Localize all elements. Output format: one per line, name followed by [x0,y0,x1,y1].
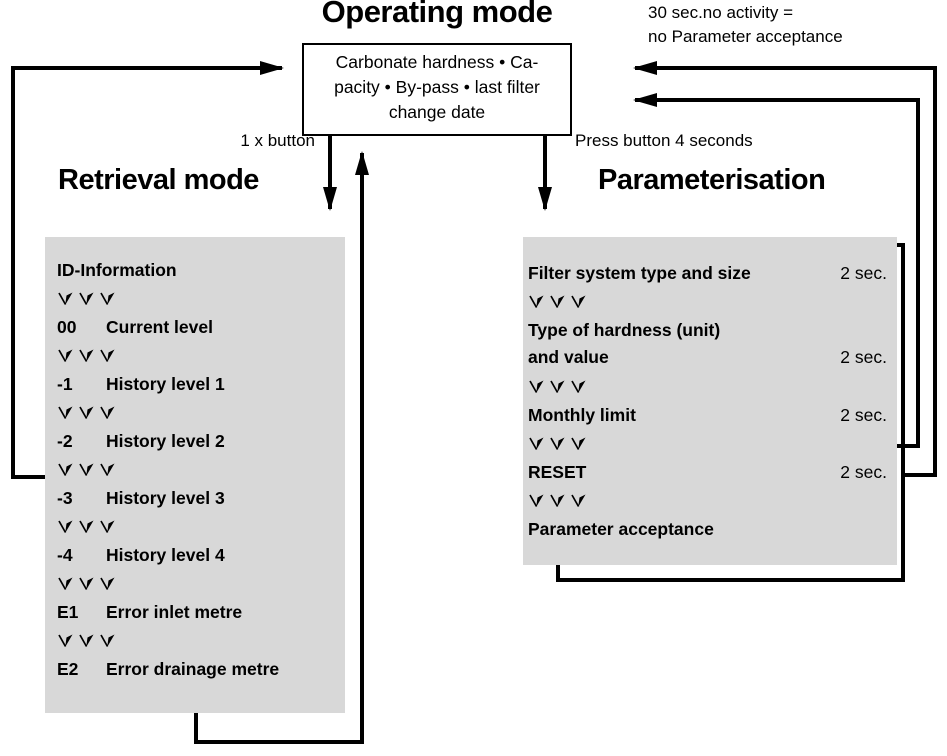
press-three-times-row [57,511,339,542]
timeout-note: 30 sec.no activity = no Parameter accept… [648,1,843,49]
parameterisation-item-label: RESET [528,462,587,482]
parameterisation-panel: Filter system type and size 2 sec. Type of… [523,237,897,565]
button-press-arrow-icon [571,295,586,308]
parameterisation-item: and value 2 sec. [528,344,887,371]
button-press-arrow-icon [58,349,73,362]
retrieval-item: -4 History level 4 [57,542,339,568]
button-press-arrow-icon [529,380,544,393]
parameterisation-item-label: Filter system type and size [528,263,751,283]
retrieval-item: E1 Error inlet metre [57,599,339,625]
retrieval-item-label: History level 4 [106,545,225,565]
retrieval-item-label: History level 3 [106,488,225,508]
button-press-arrow-icon [79,577,94,590]
operating-mode-box: Carbonate hardness • Ca- pacity • By-pas… [302,43,572,136]
timeout-note-line1: 30 sec.no activity = [648,3,794,22]
button-press-arrow-icon [79,292,94,305]
parameterisation-item: Monthly limit 2 sec. [528,402,887,428]
button-press-arrow-icon [58,520,73,533]
retrieval-item: -2 History level 2 [57,428,339,454]
button-press-arrow-icon [571,437,586,450]
retrieval-item-label: Current level [106,317,213,337]
button-press-arrow-icon [529,494,544,507]
button-press-arrow-icon [58,577,73,590]
press-three-times-row [528,371,887,402]
button-press-arrow-icon [550,437,565,450]
transition-label-1x-button: 1 x button [240,131,315,150]
transition-label-press-4-seconds: Press button 4 seconds [575,131,753,150]
press-three-times-row [528,485,887,516]
retrieval-item-label: ID-Information [57,260,177,280]
hold-duration-label: 2 sec. [840,347,887,367]
button-press-arrow-icon [79,634,94,647]
button-press-arrow-icon [100,520,115,533]
parameterisation-item: Type of hardness (unit) [528,317,887,344]
operating-mode-box-line: Carbonate hardness • Ca- [335,52,539,72]
button-press-arrow-icon [58,406,73,419]
parameterisation-item: RESET 2 sec. [528,459,887,485]
parameterisation-item-label: and value [528,347,609,367]
retrieval-item: -3 History level 3 [57,485,339,511]
button-press-arrow-icon [529,437,544,450]
button-press-arrow-icon [100,634,115,647]
page-title: Operating mode [321,0,553,29]
operating-mode-box-line: pacity • By-pass • last filter [334,77,540,97]
retrieval-item-code: -3 [57,488,73,508]
parameterisation-item: Parameter acceptance [528,516,887,542]
retrieval-item: E2 Error drainage metre [57,656,339,682]
button-press-arrow-icon [100,292,115,305]
retrieval-item: -1 History level 1 [57,371,339,397]
retrieval-item-code: -4 [57,545,73,565]
retrieval-item-code: E2 [57,659,79,679]
button-press-arrow-icon [550,380,565,393]
parameterisation-heading: Parameterisation [598,164,826,196]
hold-duration-label: 2 sec. [840,263,887,283]
operating-mode-box-line: change date [388,102,486,122]
parameterisation-item-label: Type of hardness (unit) [528,320,721,340]
retrieval-item-label: Error inlet metre [106,602,243,622]
press-three-times-row [57,283,339,314]
button-press-arrow-icon [100,463,115,476]
timeout-note-line2: no Parameter acceptance [648,27,843,46]
retrieval-item-label: Error drainage metre [106,659,280,679]
retrieval-item-code: E1 [57,602,79,622]
retrieval-item-label: History level 2 [106,431,225,451]
button-press-arrow-icon [529,295,544,308]
button-press-arrow-icon [571,380,586,393]
button-press-arrow-icon [571,494,586,507]
button-press-arrow-icon [550,494,565,507]
hold-duration-label: 2 sec. [840,405,887,425]
press-three-times-row [57,568,339,599]
parameterisation-item-label: Monthly limit [528,405,636,425]
button-press-arrow-icon [100,406,115,419]
retrieval-mode-heading: Retrieval mode [58,164,259,196]
button-press-arrow-icon [58,292,73,305]
button-press-arrow-icon [79,520,94,533]
retrieval-item-code: -2 [57,431,73,451]
retrieval-item: ID-Information [57,257,339,283]
retrieval-item-code: -1 [57,374,73,394]
button-press-arrow-icon [79,349,94,362]
button-press-arrow-icon [100,577,115,590]
button-press-arrow-icon [100,349,115,362]
parameterisation-item: Filter system type and size 2 sec. [528,260,887,286]
parameterisation-item-label: Parameter acceptance [528,519,714,539]
press-three-times-row [57,340,339,371]
hold-duration-label: 2 sec. [840,462,887,482]
press-three-times-row [528,286,887,317]
button-press-arrow-icon [550,295,565,308]
press-three-times-row [57,625,339,656]
retrieval-item-code: 00 [57,317,77,337]
retrieval-item: 00 Current level [57,314,339,340]
retrieval-item-label: History level 1 [106,374,225,394]
button-press-arrow-icon [58,634,73,647]
press-three-times-row [57,454,339,485]
press-three-times-row [57,397,339,428]
button-press-arrow-icon [79,406,94,419]
press-three-times-row [528,428,887,459]
button-press-arrow-icon [58,463,73,476]
button-press-arrow-icon [79,463,94,476]
